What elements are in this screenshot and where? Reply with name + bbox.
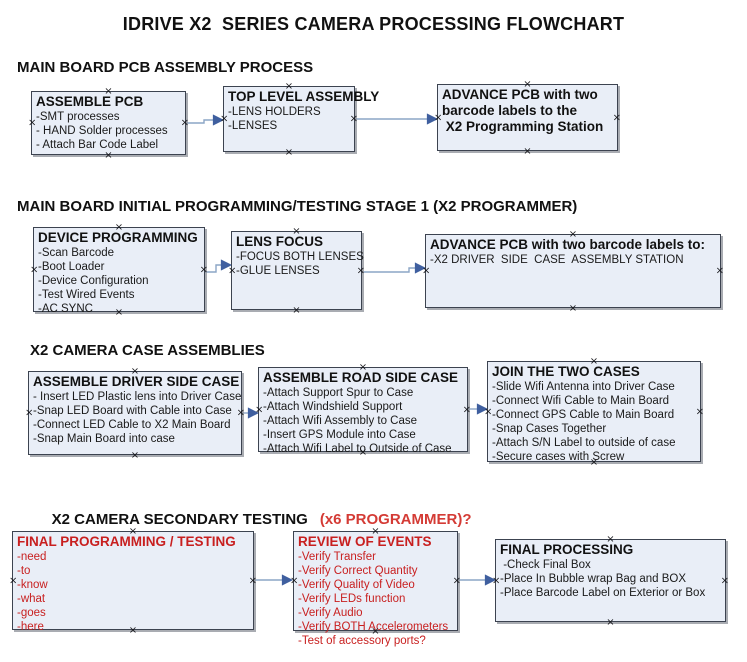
section-header-text: X2 CAMERA SECONDARY TESTING — [51, 511, 308, 528]
box-title: REVIEW OF EVENTS — [298, 534, 432, 549]
box-item: -Verify Correct Quantity — [298, 565, 418, 577]
connection-point-icon: × — [104, 150, 113, 161]
arrow-lensfocus-to-advance — [362, 262, 427, 274]
box-item: -Snap Main Board into case — [33, 433, 175, 445]
box-item: -Scan Barcode — [38, 247, 115, 259]
box-item: -Attach Wifi Assembly to Case — [263, 415, 418, 427]
flow-box-top-level-assembly: × × × × TOP LEVEL ASSEMBLY -LENS HOLDERS… — [220, 82, 380, 158]
box-item-overflow: -Test of accessory ports? — [298, 635, 426, 647]
box-item: -LENS HOLDERS — [228, 106, 321, 118]
box-item: -Connect LED Cable to X2 Main Board — [33, 419, 231, 431]
arrow-device-to-lensfocus — [205, 259, 233, 273]
connection-point-icon: × — [292, 305, 301, 316]
box-item: -Verify Transfer — [298, 551, 376, 563]
box-title: FINAL PROGRAMMING / TESTING — [17, 534, 236, 549]
box-item: -to — [17, 565, 31, 577]
flow-box-final-programming-testing: × × × × FINAL PROGRAMMING / TESTING -nee… — [9, 527, 257, 636]
section-header-secondary-testing: X2 CAMERA SECONDARY TESTING (x6 PROGRAMME… — [35, 494, 472, 545]
box-title: JOIN THE TWO CASES — [492, 364, 640, 379]
box-item: -Insert GPS Module into Case — [263, 429, 416, 441]
box-title: ASSEMBLE PCB — [36, 94, 144, 109]
flow-box-device-programming: × × × × DEVICE PROGRAMMING -Scan Barcode… — [30, 223, 208, 318]
flow-box-advance-pcb-driver-station: × × × × ADVANCE PCB with two barcode lab… — [422, 230, 724, 314]
box-item: -FOCUS BOTH LENSES — [236, 251, 364, 263]
connection-point-icon: × — [568, 303, 578, 314]
arrow-assemble-to-toplevel — [186, 114, 225, 126]
box-item: -X2 DRIVER SIDE CASE ASSEMBLY STATION — [430, 254, 684, 266]
box-item: -LENSES — [228, 120, 278, 132]
flow-box-assemble-driver-side-case: × × × × ASSEMBLE DRIVER SIDE CASE - Inse… — [25, 367, 245, 461]
box-title: ADVANCE PCB with two barcode labels to: — [430, 237, 706, 252]
box-item: -Snap LED Board with Cable into Case — [33, 405, 232, 417]
box-item: -know — [17, 579, 48, 591]
connection-point-icon: × — [715, 265, 724, 277]
box-item: -Connect GPS Cable to Main Board — [492, 409, 675, 421]
section-header-initial-programming: MAIN BOARD INITIAL PROGRAMMING/TESTING S… — [17, 198, 578, 215]
box-item: -Verify Audio — [298, 607, 363, 619]
box-item: -goes — [17, 607, 46, 619]
flow-box-lens-focus: × × × × LENS FOCUS -FOCUS BOTH LENSES -G… — [228, 227, 365, 316]
box-title: TOP LEVEL ASSEMBLY — [228, 89, 380, 104]
box-item: -Verify BOTH Accelerometers — [298, 621, 449, 633]
connection-point-icon: × — [606, 617, 615, 628]
box-title: FINAL PROCESSING — [500, 542, 634, 557]
flow-box-join-the-two-cases: × × × × JOIN THE TWO CASES -Slide Wifi A… — [484, 357, 704, 468]
box-item: -Verify Quality of Video — [298, 579, 415, 591]
box-title-line: ADVANCE PCB with two — [442, 87, 598, 102]
box-item: -Secure cases with Screw — [492, 451, 625, 463]
page-title: IDRIVE X2 SERIES CAMERA PROCESSING FLOWC… — [122, 14, 625, 34]
connection-point-icon: × — [284, 147, 294, 158]
box-title: ASSEMBLE DRIVER SIDE CASE — [33, 374, 240, 389]
flow-box-assemble-pcb: × × × × ASSEMBLE PCB -SMT processes - HA… — [28, 87, 189, 161]
connection-point-icon: × — [523, 146, 532, 157]
box-item: -Verify LEDs function — [298, 593, 406, 605]
box-item: -GLUE LENSES — [236, 265, 320, 277]
flow-box-assemble-road-side-case: × × × × ASSEMBLE ROAD SIDE CASE -Attach … — [255, 363, 471, 458]
box-item: -Attach Support Spur to Case — [263, 387, 414, 399]
box-item: -AC SYNC — [38, 303, 93, 315]
box-item: -Attach S/N Label to outside of case — [492, 437, 676, 449]
box-item: - Attach Bar Code Label — [36, 139, 159, 151]
box-item: -SMT processes — [36, 111, 120, 123]
box-item: -Attach Wifi Label to Outside of Case — [263, 443, 452, 455]
box-item: - Insert LED Plastic lens into Driver Ca… — [33, 391, 242, 403]
section-header-red-text: (x6 PROGRAMMER)? — [319, 511, 472, 528]
connection-point-icon: × — [422, 265, 431, 277]
box-item: -Check Final Box — [500, 559, 591, 571]
box-item: -Attach Windshield Support — [263, 401, 403, 413]
box-title: DEVICE PROGRAMMING — [38, 230, 198, 245]
box-title: LENS FOCUS — [236, 234, 324, 249]
flow-box-final-processing: × × × × FINAL PROCESSING -Check Final Bo… — [492, 535, 729, 628]
connection-point-icon: × — [130, 450, 140, 461]
box-item: -need — [17, 551, 47, 563]
flow-box-advance-pcb-programming-station: × × × × ADVANCE PCB with two barcode lab… — [434, 80, 621, 157]
box-title-line: X2 Programming Station — [442, 119, 604, 134]
box-item: -Place In Bubble wrap Bag and BOX — [500, 573, 687, 585]
box-item: -Place Barcode Label on Exterior or Box — [500, 587, 706, 599]
section-header-pcb-assembly: MAIN BOARD PCB ASSEMBLY PROCESS — [17, 59, 314, 76]
box-item: -Boot Loader — [38, 261, 105, 273]
box-item: -here — [17, 621, 44, 633]
box-title-line: barcode labels to the — [442, 103, 578, 118]
box-title: ASSEMBLE ROAD SIDE CASE — [263, 370, 459, 385]
section-header-case-assemblies: X2 CAMERA CASE ASSEMBLIES — [30, 342, 265, 359]
flow-box-review-of-events: × × × × REVIEW OF EVENTS -Verify Transfe… — [290, 527, 461, 648]
box-item: -Test Wired Events — [38, 289, 135, 301]
box-item: -Connect Wifi Cable to Main Board — [492, 395, 670, 407]
box-item: -Snap Cases Together — [492, 423, 607, 435]
box-item: -what — [17, 593, 46, 605]
box-item: - HAND Solder processes — [36, 125, 168, 137]
box-item: -Device Configuration — [38, 275, 149, 287]
box-item: -Slide Wifi Antenna into Driver Case — [492, 381, 675, 393]
